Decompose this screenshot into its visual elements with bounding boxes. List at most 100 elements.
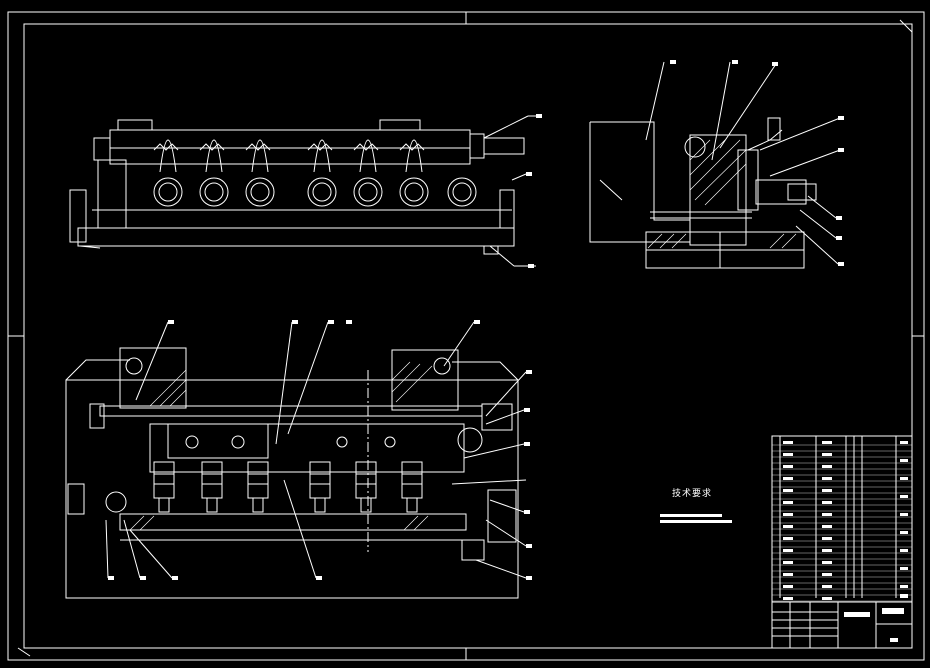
cylinder [153,461,175,513]
callout-label [526,576,532,580]
cylinder-rod [252,497,264,513]
cylinder [309,461,331,513]
clamp-spring [359,139,377,173]
callout-label [474,320,480,324]
bom-cell-mark [783,585,793,588]
clamp-roller-inner [158,182,178,202]
clamp-roller [399,177,429,207]
clamp-spring [251,139,269,173]
bom-cell-mark [822,525,832,528]
clamp-head [399,139,429,207]
clamp-roller-inner [404,182,424,202]
callout-label [838,148,844,152]
bom-cell-mark [783,513,793,516]
bom-cell-mark [900,549,908,552]
callout-label [836,216,842,220]
clamp-roller-inner [250,182,270,202]
callout-label [838,116,844,120]
callout-label [108,576,114,580]
bom-cell-mark [822,573,832,576]
callout-label [528,264,534,268]
clamp-head [307,139,337,207]
cylinder [401,461,423,513]
cylinder [201,461,223,513]
bom-cell-mark [822,477,832,480]
requirement-line-2 [660,520,732,523]
clamp-roller-inner [452,182,472,202]
bom-cell-mark [900,441,908,444]
bom-cell-mark [822,489,832,492]
cylinder-rod [206,497,218,513]
bom-cell-mark [822,465,832,468]
bom-cell-mark [822,513,832,516]
bom-cell-mark [783,477,793,480]
bom-cell-mark [783,489,793,492]
callout-label [346,320,352,324]
bom-cell-mark [783,441,793,444]
callout-label [140,576,146,580]
bom-cell-mark [783,465,793,468]
clamp-spring [159,139,177,173]
callout-label [316,576,322,580]
front-view-clamps [153,139,477,207]
clamp-roller [153,177,183,207]
cylinder-rod [158,497,170,513]
clamp-coil [245,143,271,151]
callout-label [526,370,532,374]
front-view [69,115,540,267]
clamp-roller-inner [204,182,224,202]
bom-cell-mark [783,525,793,528]
callout-label [526,544,532,548]
cylinder [355,461,377,513]
bom-cell-mark [900,513,908,516]
bom-cell-mark [783,573,793,576]
bom-cell-mark [822,549,832,552]
cylinder-rod [314,497,326,513]
clamp-spring [405,139,423,173]
callout-label [732,60,738,64]
callout-label [172,576,178,580]
cylinder [247,461,269,513]
clamp-roller [307,177,337,207]
callout-label [328,320,334,324]
drawing-frame [7,11,925,661]
callout-label [168,320,174,324]
clamp-coil [399,143,425,151]
clamp-spring [205,139,223,173]
bom-cell-mark [783,537,793,540]
clamp-roller-inner [312,182,332,202]
callout-label [536,114,542,118]
callout-label [524,442,530,446]
technical-requirements-title: 技术要求 [672,489,713,499]
callout-label [838,262,844,266]
bom-cell-mark [900,459,908,462]
cylinder-rod [406,497,418,513]
bom-cell-mark [783,561,793,564]
clamp-coil [353,143,379,151]
callout-label [524,408,530,412]
callout-label-marks [108,60,844,580]
title-block-fields [844,594,908,642]
bom-cell-mark [822,441,832,444]
clamp-head [245,139,275,207]
bom-cell-mark [900,585,908,588]
callout-label [836,236,842,240]
clamp-roller [353,177,383,207]
bom-cell-mark [783,597,793,600]
bom-cell-mark [822,597,832,600]
callout-label [772,62,778,66]
clamp-roller-inner [358,182,378,202]
clamp-spring [313,139,331,173]
bom-cell-mark [783,501,793,504]
clamp-head [353,139,383,207]
clamp-coil [153,143,179,151]
bom-cell-mark [900,567,908,570]
callout-label [670,60,676,64]
clamp-head [199,139,229,207]
callout-label [292,320,298,324]
bom-table-rows [772,441,912,602]
clamp-coil [307,143,333,151]
side-view-hatch [647,139,797,249]
clamp-roller [245,177,275,207]
